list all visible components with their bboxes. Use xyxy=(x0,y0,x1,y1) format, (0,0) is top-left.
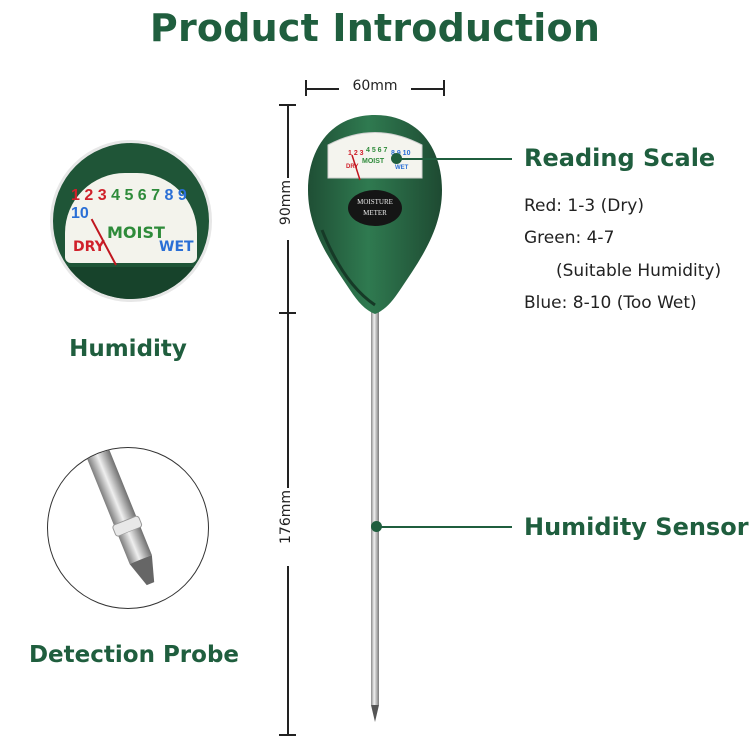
probe-tip xyxy=(371,705,379,722)
svg-text:MOISTURE: MOISTURE xyxy=(357,198,393,206)
svg-text:WET: WET xyxy=(395,165,409,171)
dial-zoom-inset: 1 2 3 4 5 6 7 8 9 10 DRY MOIST WET xyxy=(50,140,212,302)
dial-moist-label: MOIST xyxy=(107,223,165,242)
probe-tip-closeup xyxy=(83,448,155,586)
svg-text:8 9 10: 8 9 10 xyxy=(391,150,411,157)
dial-wet-label: WET xyxy=(159,239,194,255)
dial-num-9: 9 xyxy=(177,187,187,204)
dial-num-2: 2 xyxy=(84,187,94,204)
meter-label-badge xyxy=(348,190,402,226)
dial-num-10: 10 xyxy=(71,205,89,222)
width-dimension: 60mm xyxy=(305,76,445,100)
scale-line-red: Red: 1-3 (Dry) xyxy=(524,196,645,216)
probe-rod xyxy=(371,305,379,705)
height-dimension-line xyxy=(287,104,289,735)
scale-line-green-note: (Suitable Humidity) xyxy=(556,261,722,281)
detection-probe-caption: Detection Probe xyxy=(28,642,240,668)
humidity-caption: Humidity xyxy=(69,336,187,362)
sensor-callout-line xyxy=(376,526,512,528)
svg-text:4 5 6 7: 4 5 6 7 xyxy=(366,147,388,154)
dial-num-7: 7 xyxy=(151,187,161,204)
moisture-meter-illustration: 1 2 3 4 5 6 7 8 9 10 MOIST DRY WET MOIST… xyxy=(308,115,442,722)
humidity-sensor-heading: Humidity Sensor xyxy=(524,513,749,541)
page-title: Product Introduction xyxy=(149,6,601,50)
dial-num-1: 1 xyxy=(71,187,80,204)
dial-window xyxy=(327,132,423,179)
width-label: 60mm xyxy=(352,78,398,94)
scale-line-green: Green: 4-7 xyxy=(524,228,615,248)
svg-text:DRY: DRY xyxy=(346,164,358,170)
probe-zoom-inset xyxy=(47,447,209,609)
dial-num-3: 3 xyxy=(97,187,107,204)
svg-text:METER: METER xyxy=(363,209,387,217)
svg-text:1 2 3: 1 2 3 xyxy=(348,150,364,157)
head-height-label: 90mm xyxy=(278,180,294,226)
dial-num-5: 5 xyxy=(124,187,134,204)
dial-dry-label: DRY xyxy=(73,239,105,255)
reading-scale-heading: Reading Scale xyxy=(524,144,716,172)
svg-text:MOIST: MOIST xyxy=(362,158,385,165)
scale-line-blue: Blue: 8-10 (Too Wet) xyxy=(524,293,697,313)
dial-num-4: 4 xyxy=(111,187,120,204)
dial-num-6: 6 xyxy=(137,187,147,204)
reading-scale-callout-line xyxy=(396,158,512,160)
probe-length-label: 176mm xyxy=(278,490,294,544)
dial-num-8: 8 xyxy=(164,187,174,204)
